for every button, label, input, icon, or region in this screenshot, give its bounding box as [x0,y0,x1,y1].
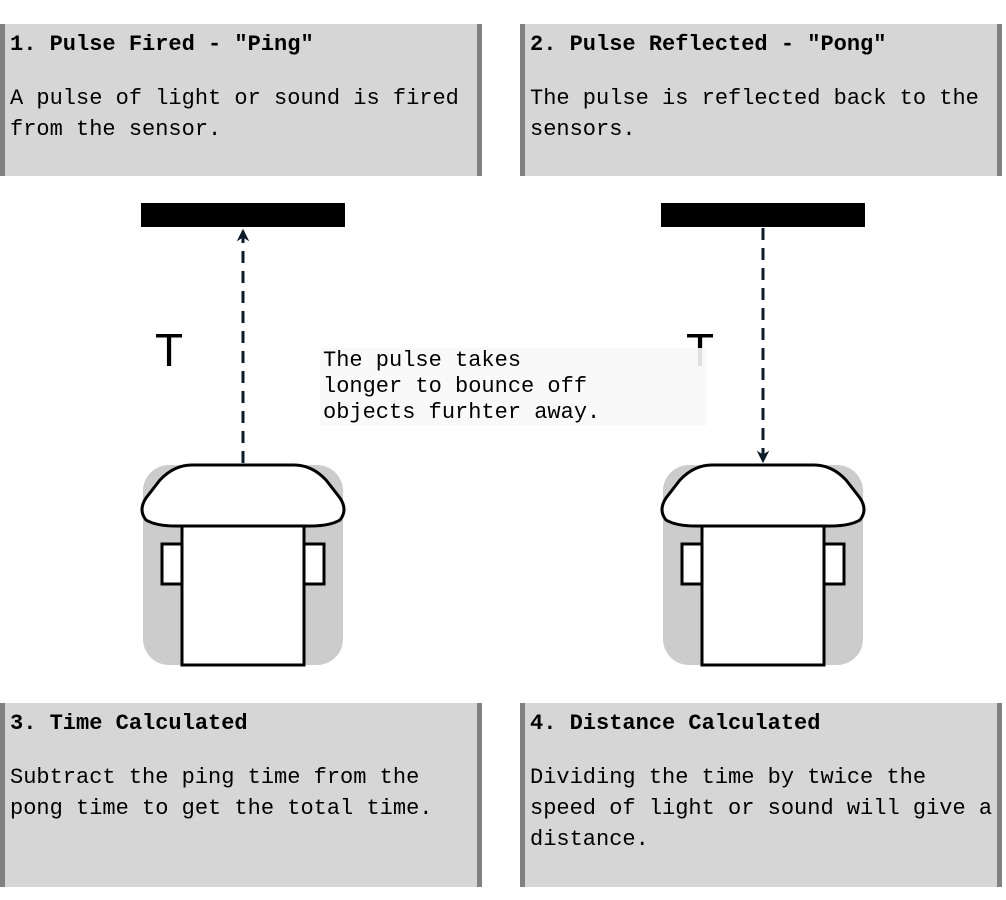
ping-panel-body: A pulse of light or sound is fired from … [10,86,459,142]
pong-panel-title: 2. Pulse Reflected - "Pong" [530,32,887,57]
ping-panel: 1. Pulse Fired - "Ping" A pulse of light… [0,24,482,176]
ping-panel-title: 1. Pulse Fired - "Ping" [10,32,314,57]
reflecting-surface-right [661,203,865,227]
pong-panel-body: The pulse is reflected back to the senso… [530,86,979,142]
time-panel-body: Subtract the ping time from the pong tim… [10,765,433,821]
time-label-left: T [155,324,184,376]
note-text: The pulse takes longer to bounce off obj… [320,348,706,426]
sensor-right [660,463,866,667]
time-panel: 3. Time Calculated Subtract the ping tim… [0,703,482,887]
reflecting-surface-left [141,203,345,227]
pong-panel: 2. Pulse Reflected - "Pong" The pulse is… [520,24,1002,176]
time-panel-title: 3. Time Calculated [10,711,248,736]
distance-panel-body: Dividing the time by twice the speed of … [530,765,993,852]
sensor-left [140,463,346,667]
distance-panel-title: 4. Distance Calculated [530,711,821,736]
distance-panel: 4. Distance Calculated Dividing the time… [520,703,1002,887]
